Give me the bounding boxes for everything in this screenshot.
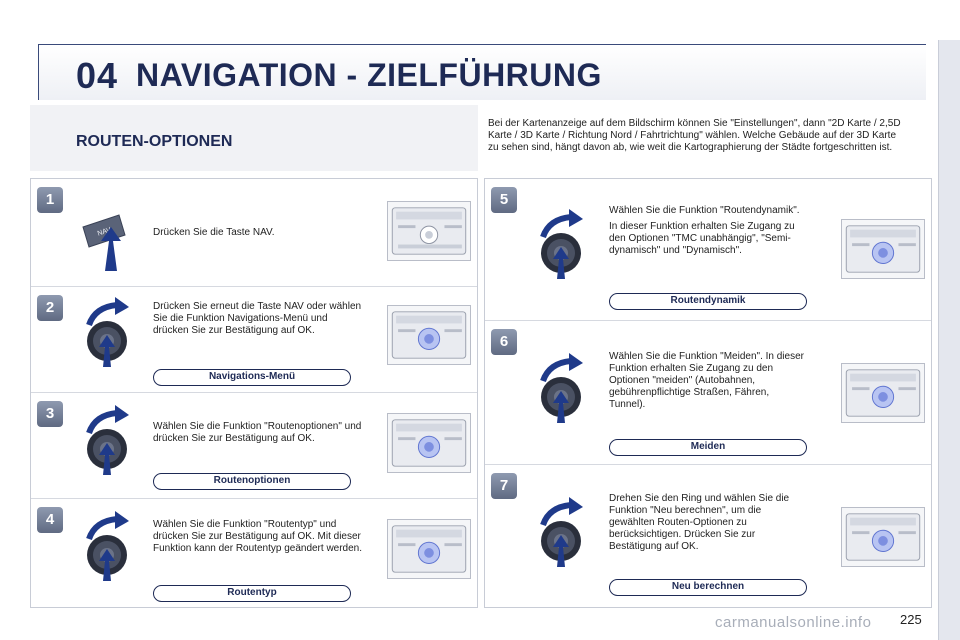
rotary-knob-icon bbox=[79, 295, 147, 367]
steps-column-right: 5 Wählen Sie die Funktion "Routendynamik… bbox=[484, 178, 932, 608]
radio-panel-thumbnail bbox=[387, 201, 471, 261]
menu-label-meiden: Meiden bbox=[609, 439, 807, 456]
step-number-badge: 1 bbox=[37, 187, 63, 213]
radio-panel-thumbnail bbox=[387, 413, 471, 473]
rotary-knob-icon bbox=[533, 351, 601, 423]
page-title: NAVIGATION - ZIELFÜHRUNG bbox=[136, 57, 602, 93]
rotary-knob-icon bbox=[533, 495, 601, 567]
step-text: Wählen Sie die Funktion "Routenoptionen"… bbox=[153, 421, 362, 444]
step-text-detail: In dieser Funktion erhalten Sie Zugang z… bbox=[609, 221, 795, 256]
page-header: 04 NAVIGATION - ZIELFÜHRUNG bbox=[0, 0, 960, 104]
watermark: carmanualsonline.info bbox=[715, 614, 872, 631]
radio-panel-thumbnail bbox=[841, 219, 925, 279]
step-7: 7 Drehen Sie den Ring und wählen Sie die… bbox=[485, 465, 931, 609]
menu-label-routenoptionen: Routenoptionen bbox=[153, 473, 351, 490]
side-tab-strip bbox=[938, 40, 960, 640]
menu-label-neu-berechnen: Neu berechnen bbox=[609, 579, 807, 596]
step-text: Drücken Sie erneut die Taste NAV oder wä… bbox=[153, 301, 362, 336]
step-text: Wählen Sie die Funktion "Routentyp" und … bbox=[153, 519, 363, 554]
nav-button-icon: NAV bbox=[79, 201, 147, 273]
header-band bbox=[38, 44, 926, 100]
step-text: Drücken Sie die Taste NAV. bbox=[153, 227, 275, 238]
step-1: 1 NAV Drücken Sie die Taste NAV. bbox=[31, 179, 477, 287]
step-number-badge: 2 bbox=[37, 295, 63, 321]
radio-panel-thumbnail bbox=[387, 305, 471, 365]
rotary-knob-icon bbox=[533, 207, 601, 279]
step-3: 3 Wählen Sie die Funktion "Routenoptione… bbox=[31, 393, 477, 499]
step-6: 6 Wählen Sie die Funktion "Meiden". In d… bbox=[485, 321, 931, 465]
step-5: 5 Wählen Sie die Funktion "Routendynamik… bbox=[485, 179, 931, 321]
menu-label-navigations-menu: Navigations-Menü bbox=[153, 369, 351, 386]
step-2: 2 Drücken Sie erneut die Taste NAV oder … bbox=[31, 287, 477, 393]
step-number-badge: 3 bbox=[37, 401, 63, 427]
section-title-box bbox=[30, 105, 478, 171]
step-text: Drehen Sie den Ring und wählen Sie die F… bbox=[609, 493, 790, 552]
page-number: 225 bbox=[900, 612, 922, 627]
step-text-block: Wählen Sie die Funktion "Routendynamik".… bbox=[609, 205, 801, 261]
step-text: Wählen Sie die Funktion "Meiden". In die… bbox=[609, 351, 804, 410]
radio-panel-thumbnail bbox=[841, 507, 925, 567]
step-4: 4 Wählen Sie die Funktion "Routentyp" un… bbox=[31, 499, 477, 609]
steps-column-left: 1 NAV Drücken Sie die Taste NAV. 2 Drück… bbox=[30, 178, 478, 608]
step-number-badge: 4 bbox=[37, 507, 63, 533]
rotary-knob-icon bbox=[79, 509, 147, 581]
chapter-number: 04 bbox=[76, 55, 119, 96]
radio-panel-thumbnail bbox=[841, 363, 925, 423]
step-number-badge: 6 bbox=[491, 329, 517, 355]
step-number-badge: 5 bbox=[491, 187, 517, 213]
menu-label-routentyp: Routentyp bbox=[153, 585, 351, 602]
intro-paragraph: Bei der Kartenanzeige auf dem Bildschirm… bbox=[488, 118, 901, 153]
step-number-badge: 7 bbox=[491, 473, 517, 499]
menu-label-routendynamik: Routendynamik bbox=[609, 293, 807, 310]
radio-panel-thumbnail bbox=[387, 519, 471, 579]
rotary-knob-icon bbox=[79, 403, 147, 475]
svg-text:NAV: NAV bbox=[97, 227, 113, 238]
step-text: Wählen Sie die Funktion "Routendynamik". bbox=[609, 205, 800, 216]
section-title: ROUTEN-OPTIONEN bbox=[76, 133, 233, 150]
